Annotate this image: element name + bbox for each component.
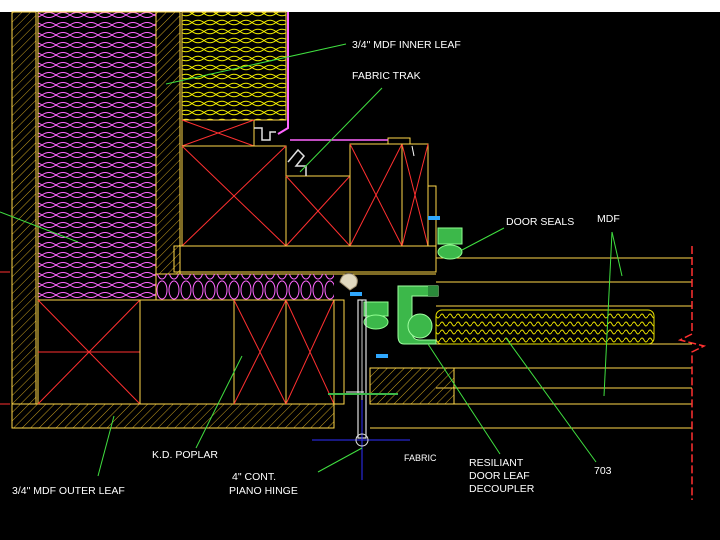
- door-seal-upper: [428, 216, 463, 260]
- label-decoupler-line2: DOOR LEAF: [469, 470, 530, 482]
- label-inner-leaf: 3/4" MDF INNER LEAF: [352, 39, 461, 51]
- piano-hinge-symbol: [312, 400, 410, 480]
- lower-blocking: [37, 299, 345, 405]
- yellow-insulation-batt: [181, 11, 287, 121]
- inner-leaf-magenta-edge: [277, 12, 289, 135]
- label-decoupler-line1: RESILIANT: [469, 457, 524, 469]
- leader-lines: [0, 43, 623, 477]
- label-decoupler-line3: DECOUPLER: [469, 483, 535, 495]
- label-door-seals: DOOR SEALS: [506, 216, 574, 228]
- label-fabric-trak: FABRIC TRAK: [352, 70, 421, 82]
- label-703: 703: [594, 465, 612, 477]
- door-seal-lower: [350, 292, 389, 358]
- label-fabric: FABRIC: [404, 453, 437, 463]
- sill-band: [173, 245, 437, 273]
- label-piano-hinge-line2: PIANO HINGE: [229, 485, 298, 497]
- label-mdf: MDF: [597, 213, 620, 225]
- corner-bead: [339, 273, 358, 291]
- label-piano-hinge-line1: 4" CONT.: [232, 471, 276, 483]
- fabric-trak-profile: [254, 127, 388, 176]
- label-kd-poplar: K.D. POPLAR: [152, 449, 218, 461]
- pink-insulation-batt: [37, 11, 157, 301]
- top-border: [0, 0, 720, 12]
- coil-decoupler: [156, 274, 334, 300]
- label-outer-leaf: 3/4" MDF OUTER LEAF: [12, 485, 125, 497]
- 703-fiberglass-core: [435, 309, 655, 345]
- inner-stud-hatch: [155, 11, 181, 275]
- door-leaf: [12, 257, 692, 429]
- break-line: [677, 246, 707, 500]
- upper-blocking: [181, 119, 437, 247]
